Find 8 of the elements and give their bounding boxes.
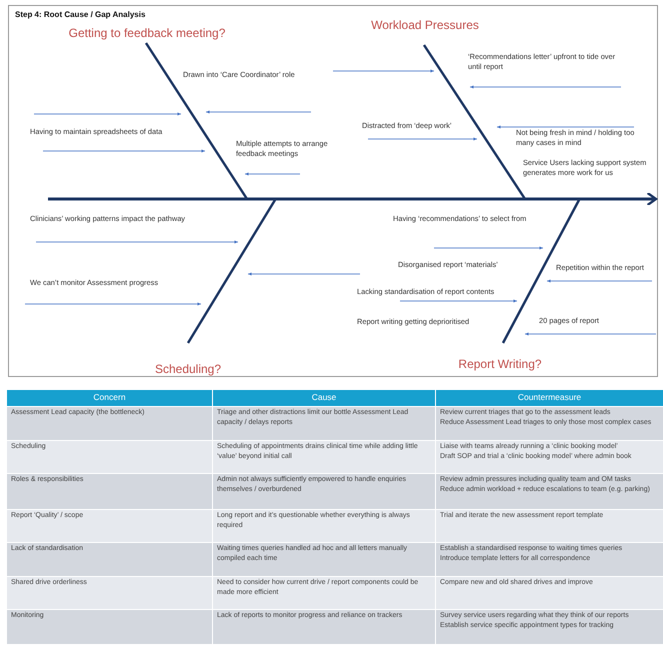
column-header: Cause	[212, 390, 436, 406]
column-header: Countermeasure	[436, 390, 663, 406]
column-header: Concern	[6, 390, 212, 406]
category-heading: Report Writing?	[458, 357, 542, 371]
diagram-title: Step 4: Root Cause / Gap Analysis	[15, 10, 146, 19]
category-heading: Getting to feedback meeting?	[68, 26, 226, 40]
category-heading: Workload Pressures	[371, 18, 479, 32]
category-heading: Scheduling?	[154, 362, 222, 376]
